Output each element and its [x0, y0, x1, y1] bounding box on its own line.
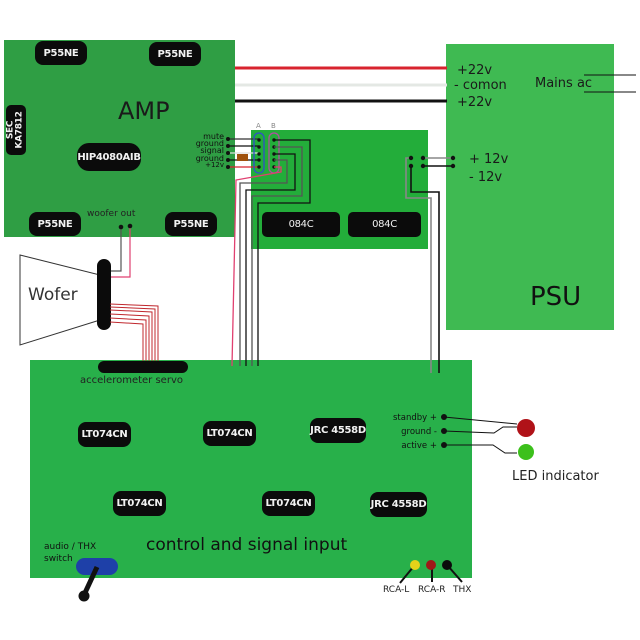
chip-p55ne-4: P55NE: [165, 212, 217, 236]
amp-pin-labels: mute ground signal ground +12v: [184, 132, 224, 169]
psu-out-plus12: + 12v: [469, 152, 509, 167]
thx-jack: [442, 560, 452, 570]
rca-l-label: RCA-L: [383, 585, 410, 595]
woofer-out-wire-black: [111, 227, 122, 272]
amp-title: AMP: [118, 97, 170, 125]
chip-084c-2: 084C: [348, 212, 421, 237]
control-board: [30, 360, 472, 578]
resistor-icon: [237, 154, 248, 161]
chip-jrc4558d-1: JRC 4558D: [310, 418, 366, 443]
switch-label: audio / THX switch: [44, 541, 96, 565]
amp-board: [4, 40, 235, 237]
pin-ground: ground -: [401, 427, 437, 437]
chip-hip4080aib: HIP4080AIB: [77, 143, 141, 171]
amp-pin-dots: [226, 137, 230, 169]
woofer-out-wire-pink: [111, 227, 131, 278]
chip-lt074cn-2: LT074CN: [203, 421, 256, 446]
thx-label: THX: [453, 585, 472, 595]
psu-out-common: - comon: [454, 78, 507, 93]
woofer-out-label: woofer out: [87, 209, 136, 219]
connector-a-label: A: [256, 122, 261, 130]
psu-12v-wires: [405, 157, 453, 373]
servo-wires: [109, 303, 159, 362]
switch-label-2: switch: [44, 554, 73, 564]
led-wires: [443, 416, 518, 454]
switch-lever: [81, 565, 100, 597]
woofer-label: Wofer: [28, 285, 78, 305]
chip-p55ne-1: P55NE: [35, 41, 87, 65]
chip-ka7812: SEC KA7812: [6, 105, 26, 155]
chip-lt074cn-3: LT074CN: [113, 491, 166, 516]
chip-lt074cn-1: LT074CN: [78, 422, 131, 447]
chip-084c-1: 084C: [262, 212, 340, 237]
connector-a-outline: [253, 132, 265, 174]
pin-ground-1: ground: [195, 139, 224, 149]
pin-signal: signal: [200, 146, 224, 156]
audio-thx-switch: [76, 558, 118, 575]
psu-out-plus22-1: +22v: [457, 63, 493, 78]
regulator-label-2: KA7812: [15, 111, 26, 149]
servo-label: accelerometer servo: [80, 375, 183, 386]
mains-ac-label: Mains ac: [535, 76, 593, 91]
led-indicator-label: LED indicator: [512, 469, 599, 484]
rca-r-jack: [426, 560, 436, 570]
accelerometer-servo: [98, 361, 188, 373]
chip-p55ne-2: P55NE: [149, 42, 201, 66]
rca-r-label: RCA-R: [418, 585, 446, 595]
psu-title: PSU: [530, 282, 582, 312]
chip-lt074cn-4: LT074CN: [262, 491, 315, 516]
connector-b-wires: [231, 139, 311, 367]
chip-jrc4558d-2: JRC 4558D: [370, 492, 427, 517]
switch-label-1: audio / THX: [44, 542, 97, 552]
pin-mute: mute: [203, 132, 224, 141]
woofer-magnet: [97, 259, 111, 330]
control-title: control and signal input: [146, 535, 348, 555]
chip-p55ne-3: P55NE: [29, 212, 81, 236]
pin-plus12v: +12v: [205, 160, 224, 169]
connector-b-label: B: [271, 122, 276, 130]
rca-l-jack: [410, 560, 420, 570]
pin-active: active +: [401, 441, 437, 451]
led-active: [518, 444, 534, 460]
psu-out-minus12: - 12v: [469, 170, 503, 185]
psu-out-plus22-2: +22v: [457, 95, 493, 110]
pin-ground-2: ground: [195, 153, 224, 163]
led-standby: [517, 419, 535, 437]
led-pin-labels: standby + ground - active +: [378, 411, 437, 453]
pin-standby: standby +: [392, 413, 437, 423]
